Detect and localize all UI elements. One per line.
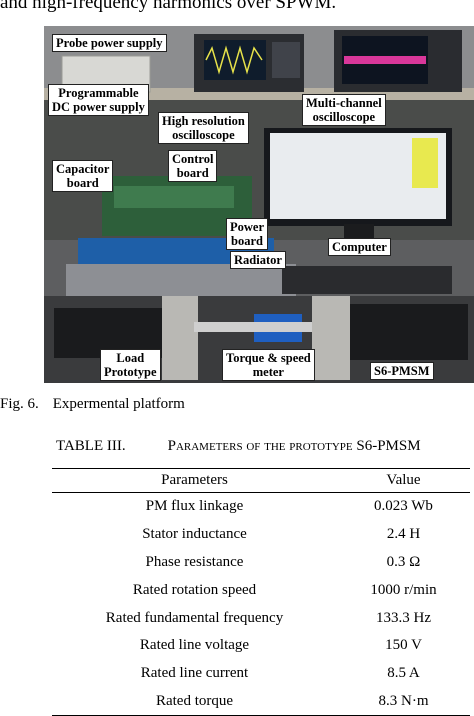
param-name: Rated line voltage [139, 637, 250, 654]
param-value: 150 V [385, 637, 422, 654]
experimental-platform-photo: Probe power supply Programmable DC power… [44, 26, 474, 383]
mc-scope-trace [344, 56, 426, 64]
figure-number: Fig. 6. [0, 396, 39, 412]
hr-scope-screen [204, 40, 266, 80]
hr-scope-knobs [272, 42, 300, 78]
param-value: 8.5 A [387, 665, 420, 682]
table-title: TABLE III. Parameters of the prototype S6… [56, 438, 421, 455]
table-number: TABLE III. [56, 438, 126, 454]
monitor-yellow-panel [412, 138, 438, 188]
label-radiator: Radiator [230, 251, 286, 269]
table-row: Rated torque 8.3 N·m [52, 687, 470, 716]
param-value: 2.4 H [386, 526, 421, 543]
table-row: Phase resistance 0.3 Ω [52, 549, 470, 577]
pmsm-motor [350, 304, 468, 360]
table-row: Rated rotation speed 1000 r/min [52, 576, 470, 604]
table-row: Rated line current 8.5 A [52, 660, 470, 688]
param-name: Stator inductance [142, 526, 247, 543]
param-name: Rated line current [140, 665, 249, 682]
param-name: Rated torque [52, 687, 337, 716]
header-parameters: Parameters [52, 468, 337, 493]
label-probe-power-supply: Probe power supply [52, 34, 167, 52]
table-row: Stator inductance 2.4 H [52, 521, 470, 549]
shaft [194, 322, 374, 332]
monitor-stand [344, 224, 374, 242]
table-row: Rated fundamental frequency 133.3 Hz [52, 604, 470, 632]
param-name: Rated rotation speed [132, 581, 257, 598]
parameters-table: Parameters Value PM flux linkage 0.023 W… [52, 468, 470, 716]
table-title-text: Parameters of the prototype S6-PMSM [167, 438, 421, 454]
hr-scope-wave [205, 45, 263, 75]
control-pcb [114, 186, 234, 208]
param-value: 1000 r/min [370, 581, 437, 598]
load-bracket [162, 296, 198, 380]
param-value: 8.3 N·m [337, 687, 470, 716]
intro-text: and high-frequency harmonics over SPWM. [0, 0, 337, 13]
param-value: 133.3 Hz [376, 609, 431, 626]
label-control-board: Control board [168, 150, 218, 182]
label-capacitor-board: Capacitor board [52, 160, 114, 192]
label-programmable-dc: Programmable DC power supply [48, 84, 149, 116]
param-value: 0.023 Wb [374, 498, 433, 515]
param-name: Phase resistance [145, 553, 244, 570]
pmsm-bracket [312, 296, 350, 380]
label-s6-pmsm: S6-PMSM [370, 362, 434, 380]
param-name: PM flux linkage [145, 498, 244, 515]
label-power-board: Power board [226, 218, 269, 250]
label-load-prototype: Load Prototype [100, 349, 161, 381]
header-value: Value [337, 468, 470, 493]
figure-caption-text: Expermental platform [52, 396, 185, 412]
radiator-fins [66, 264, 296, 296]
param-name: Rated fundamental frequency [105, 609, 284, 626]
label-computer: Computer [328, 238, 391, 256]
label-torque-speed-meter: Torque & speed meter [222, 349, 315, 381]
figure-caption: Fig. 6. Expermental platform [0, 396, 185, 413]
label-multi-channel-scope: Multi-channel oscilloscope [302, 94, 386, 126]
table-row: PM flux linkage 0.023 Wb [52, 493, 470, 521]
table-row: Rated line voltage 150 V [52, 632, 470, 660]
platform-illustration [44, 26, 474, 383]
label-high-res-scope: High resolution oscilloscope [158, 112, 249, 144]
keyboard [282, 266, 452, 294]
table-header-row: Parameters Value [52, 468, 470, 493]
param-value: 0.3 Ω [386, 553, 421, 570]
